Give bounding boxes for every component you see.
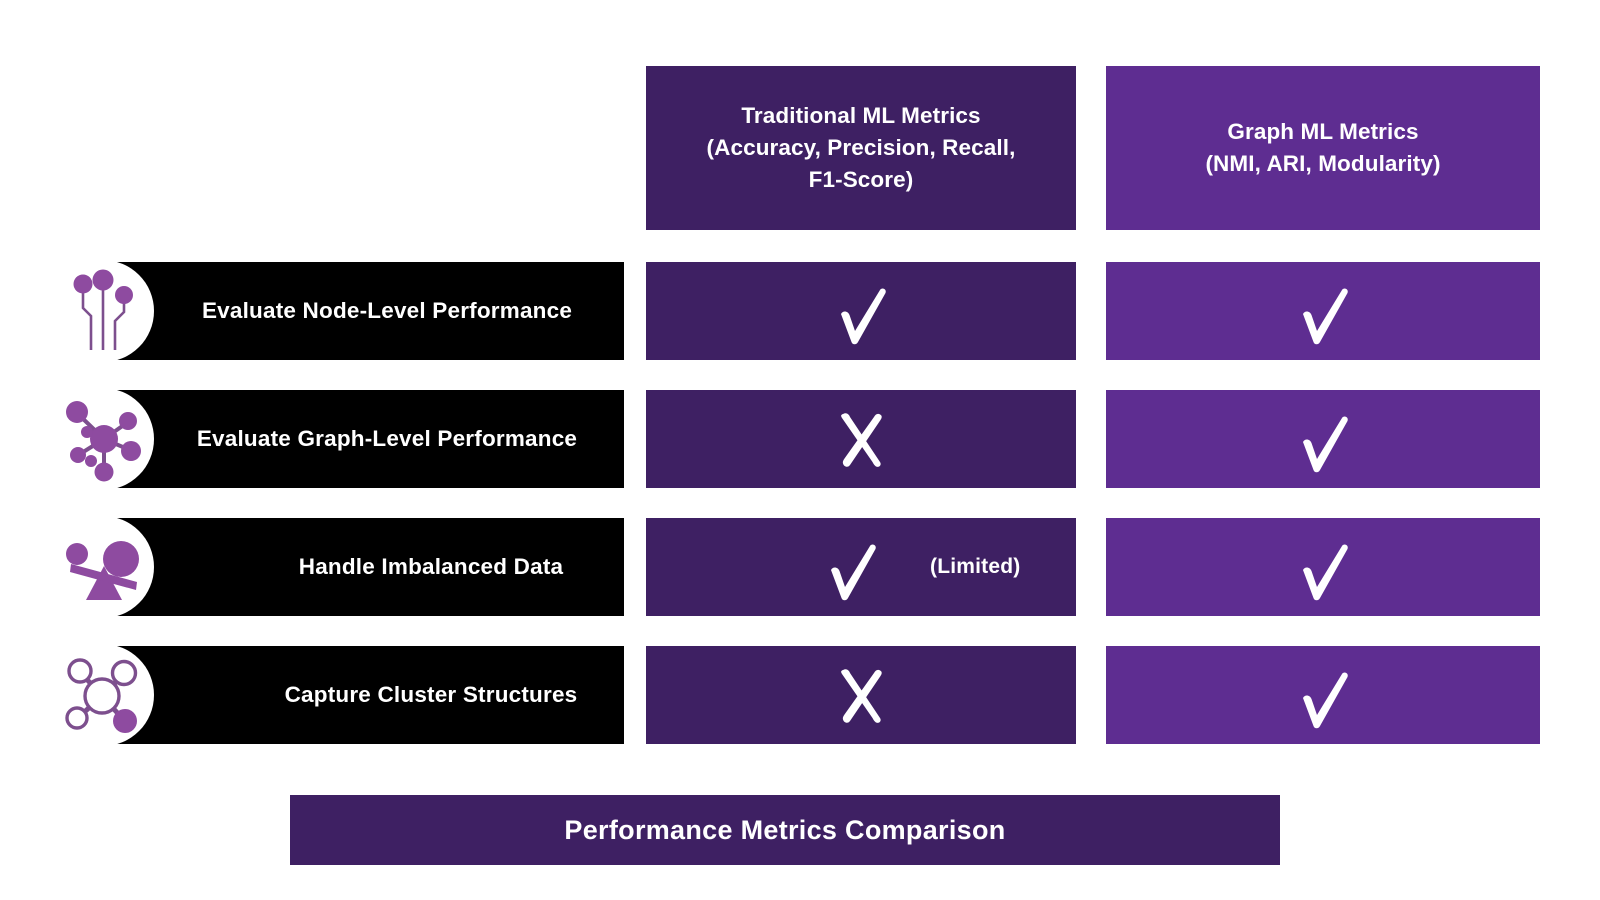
check-icon bbox=[841, 288, 886, 345]
cell-traditional bbox=[646, 262, 1076, 360]
row-label-pill: Handle Imbalanced Data bbox=[52, 516, 624, 618]
comparison-row: Capture Cluster Structures bbox=[0, 644, 1600, 746]
cross-icon bbox=[841, 669, 882, 723]
molecule-cluster-icon bbox=[65, 658, 138, 733]
bottom-banner: Performance Metrics Comparison bbox=[290, 795, 1280, 865]
column-header-graph-ml-text: Graph ML Metrics (NMI, ARI, Modularity) bbox=[1205, 119, 1441, 176]
cell-traditional bbox=[646, 390, 1076, 488]
cell-traditional: (Limited) bbox=[646, 518, 1076, 616]
graph-network-icon bbox=[66, 401, 141, 482]
cross-icon bbox=[841, 413, 882, 467]
check-icon bbox=[1303, 416, 1348, 473]
row-label-text: Evaluate Node-Level Performance bbox=[201, 298, 573, 323]
check-icon bbox=[1303, 288, 1348, 345]
column-header-graph-ml: Graph ML Metrics (NMI, ARI, Modularity) bbox=[1106, 66, 1540, 230]
row-label-text: Handle Imbalanced Data bbox=[298, 554, 564, 579]
limited-note: (Limited) bbox=[930, 555, 1021, 578]
comparison-row: Handle Imbalanced Data (Limited) bbox=[0, 516, 1600, 618]
row-label-text: Evaluate Graph-Level Performance bbox=[196, 426, 578, 451]
cell-traditional bbox=[646, 646, 1076, 744]
cell-graph bbox=[1106, 518, 1540, 616]
cell-graph bbox=[1106, 262, 1540, 360]
cell-graph bbox=[1106, 646, 1540, 744]
node-probe-icon bbox=[73, 269, 133, 350]
column-header-traditional-ml-text: Traditional ML Metrics (Accuracy, Precis… bbox=[706, 103, 1016, 192]
row-label-pill: Evaluate Graph-Level Performance bbox=[52, 388, 624, 490]
check-icon bbox=[1303, 544, 1348, 601]
cell-graph bbox=[1106, 390, 1540, 488]
check-icon bbox=[831, 544, 876, 601]
row-label-text: Capture Cluster Structures bbox=[284, 682, 578, 707]
check-icon bbox=[1303, 672, 1348, 729]
imbalanced-scale-icon bbox=[66, 541, 139, 600]
comparison-row: Evaluate Node-Level Performance bbox=[0, 260, 1600, 362]
row-label-pill: Evaluate Node-Level Performance bbox=[52, 260, 624, 362]
column-header-traditional-ml: Traditional ML Metrics (Accuracy, Precis… bbox=[646, 66, 1076, 230]
comparison-row: Evaluate Graph-Level Performance bbox=[0, 388, 1600, 490]
row-label-pill: Capture Cluster Structures bbox=[52, 644, 624, 746]
bottom-banner-title: Performance Metrics Comparison bbox=[564, 814, 1006, 845]
